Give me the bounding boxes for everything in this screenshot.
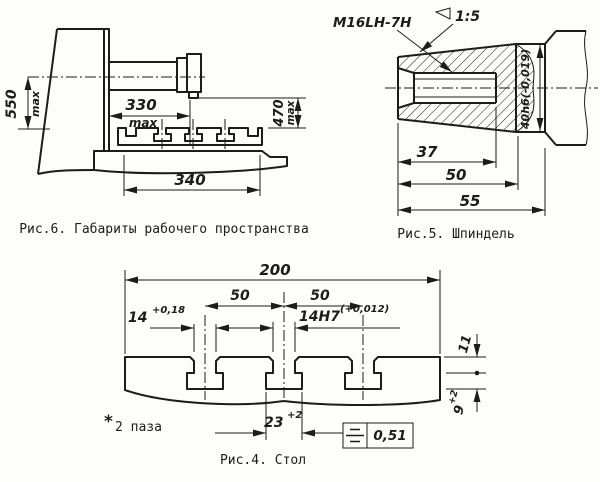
fig5-spindle-outline (397, 30, 588, 146)
fig4-dim-9-label: 9 (451, 404, 468, 417)
fig4-dim-14h7-label: 14H7 (299, 309, 340, 325)
fig4-tolerance-value: 0,51 (373, 428, 406, 444)
fig4-slot-centerlines (204, 292, 364, 400)
fig4-dimensions: 200 50 50 14 +0,18 14H7 (+0,012) 11 9 (124, 261, 486, 440)
figure-4-table: 200 50 50 14 +0,18 14H7 (+0,012) 11 9 (104, 261, 486, 468)
fig4-caption: Рис.4. Стол (220, 453, 306, 468)
fig4-dim-50-right-label: 50 (310, 288, 330, 304)
fig6-dimensions: 550 max 330 max 470 max 340 (4, 77, 306, 196)
fig5-shaft-dim-label: 40h6(-0,019) (519, 49, 532, 130)
fig5-dimensions: 40h6(-0,019) 37 50 55 (397, 45, 546, 216)
fig5-taper-leader (419, 23, 454, 53)
fig5-dim-37-label: 37 (417, 143, 438, 161)
fig6-dim-340-label: 340 (174, 171, 205, 189)
fig4-table-section (124, 356, 441, 407)
fig4-dim-50-left-label: 50 (230, 288, 250, 304)
fig5-labels: M16LH-7H 1:5 (333, 7, 480, 73)
fig6-dim-470-label: 470 (272, 99, 287, 127)
fig4-dim-shared-point (474, 370, 480, 376)
fig6-table-profile (117, 119, 263, 149)
fig4-dim-200-label: 200 (259, 261, 290, 279)
fig5-thread-label: M16LH-7H (333, 15, 412, 31)
fig6-dim-330-mod: max (129, 116, 159, 130)
fig4-note: * 2 паза (104, 412, 162, 435)
fig5-dim-50-label: 50 (446, 166, 467, 184)
fig4-dim-23-tol: +2 (287, 410, 302, 421)
fig6-dim-550-mod: max (29, 90, 42, 117)
fig4-note-star: * (104, 412, 113, 432)
fig6-saddle-base (37, 150, 288, 175)
fig4-dim-23-label: 23 (264, 415, 283, 431)
fig5-thread-lines (414, 78, 496, 98)
fig4-dim-14-tol: +0,18 (152, 305, 185, 316)
fig5-taper-icon (434, 7, 451, 20)
figure-5-spindle: M16LH-7H 1:5 40h6(-0,019) 37 50 55 Рис.5… (333, 7, 598, 242)
fig4-dim-14-label: 14 (128, 310, 147, 326)
fig6-caption: Рис.6. Габариты рабочего пространства (19, 222, 309, 237)
fig5-caption: Рис.5. Шпиндель (397, 227, 514, 242)
fig6-spindle-head (28, 53, 205, 99)
fig6-column-outline (37, 28, 110, 175)
fig5-taper-label: 1:5 (455, 9, 480, 25)
fig5-dim-55-label: 55 (460, 192, 481, 210)
figure-6-working-space: 550 max 330 max 470 max 340 Рис.6. Габар… (4, 28, 309, 237)
fig6-dim-330-label: 330 (125, 96, 156, 114)
symmetry-tolerance-icon (346, 428, 364, 443)
fig4-tolerance-frame: 0,51 (342, 422, 414, 449)
fig4-dim-14h7-tol: (+0,012) (340, 304, 389, 315)
fig4-note-text: 2 паза (115, 420, 162, 435)
fig6-dim-550-label: 550 (4, 89, 20, 118)
fig6-dim-470-mod: max (285, 99, 297, 125)
fig4-dim-11-label: 11 (456, 333, 475, 354)
fig5-section-hatch (398, 44, 534, 132)
fig4-dim-9-tol: +2 (446, 389, 460, 406)
